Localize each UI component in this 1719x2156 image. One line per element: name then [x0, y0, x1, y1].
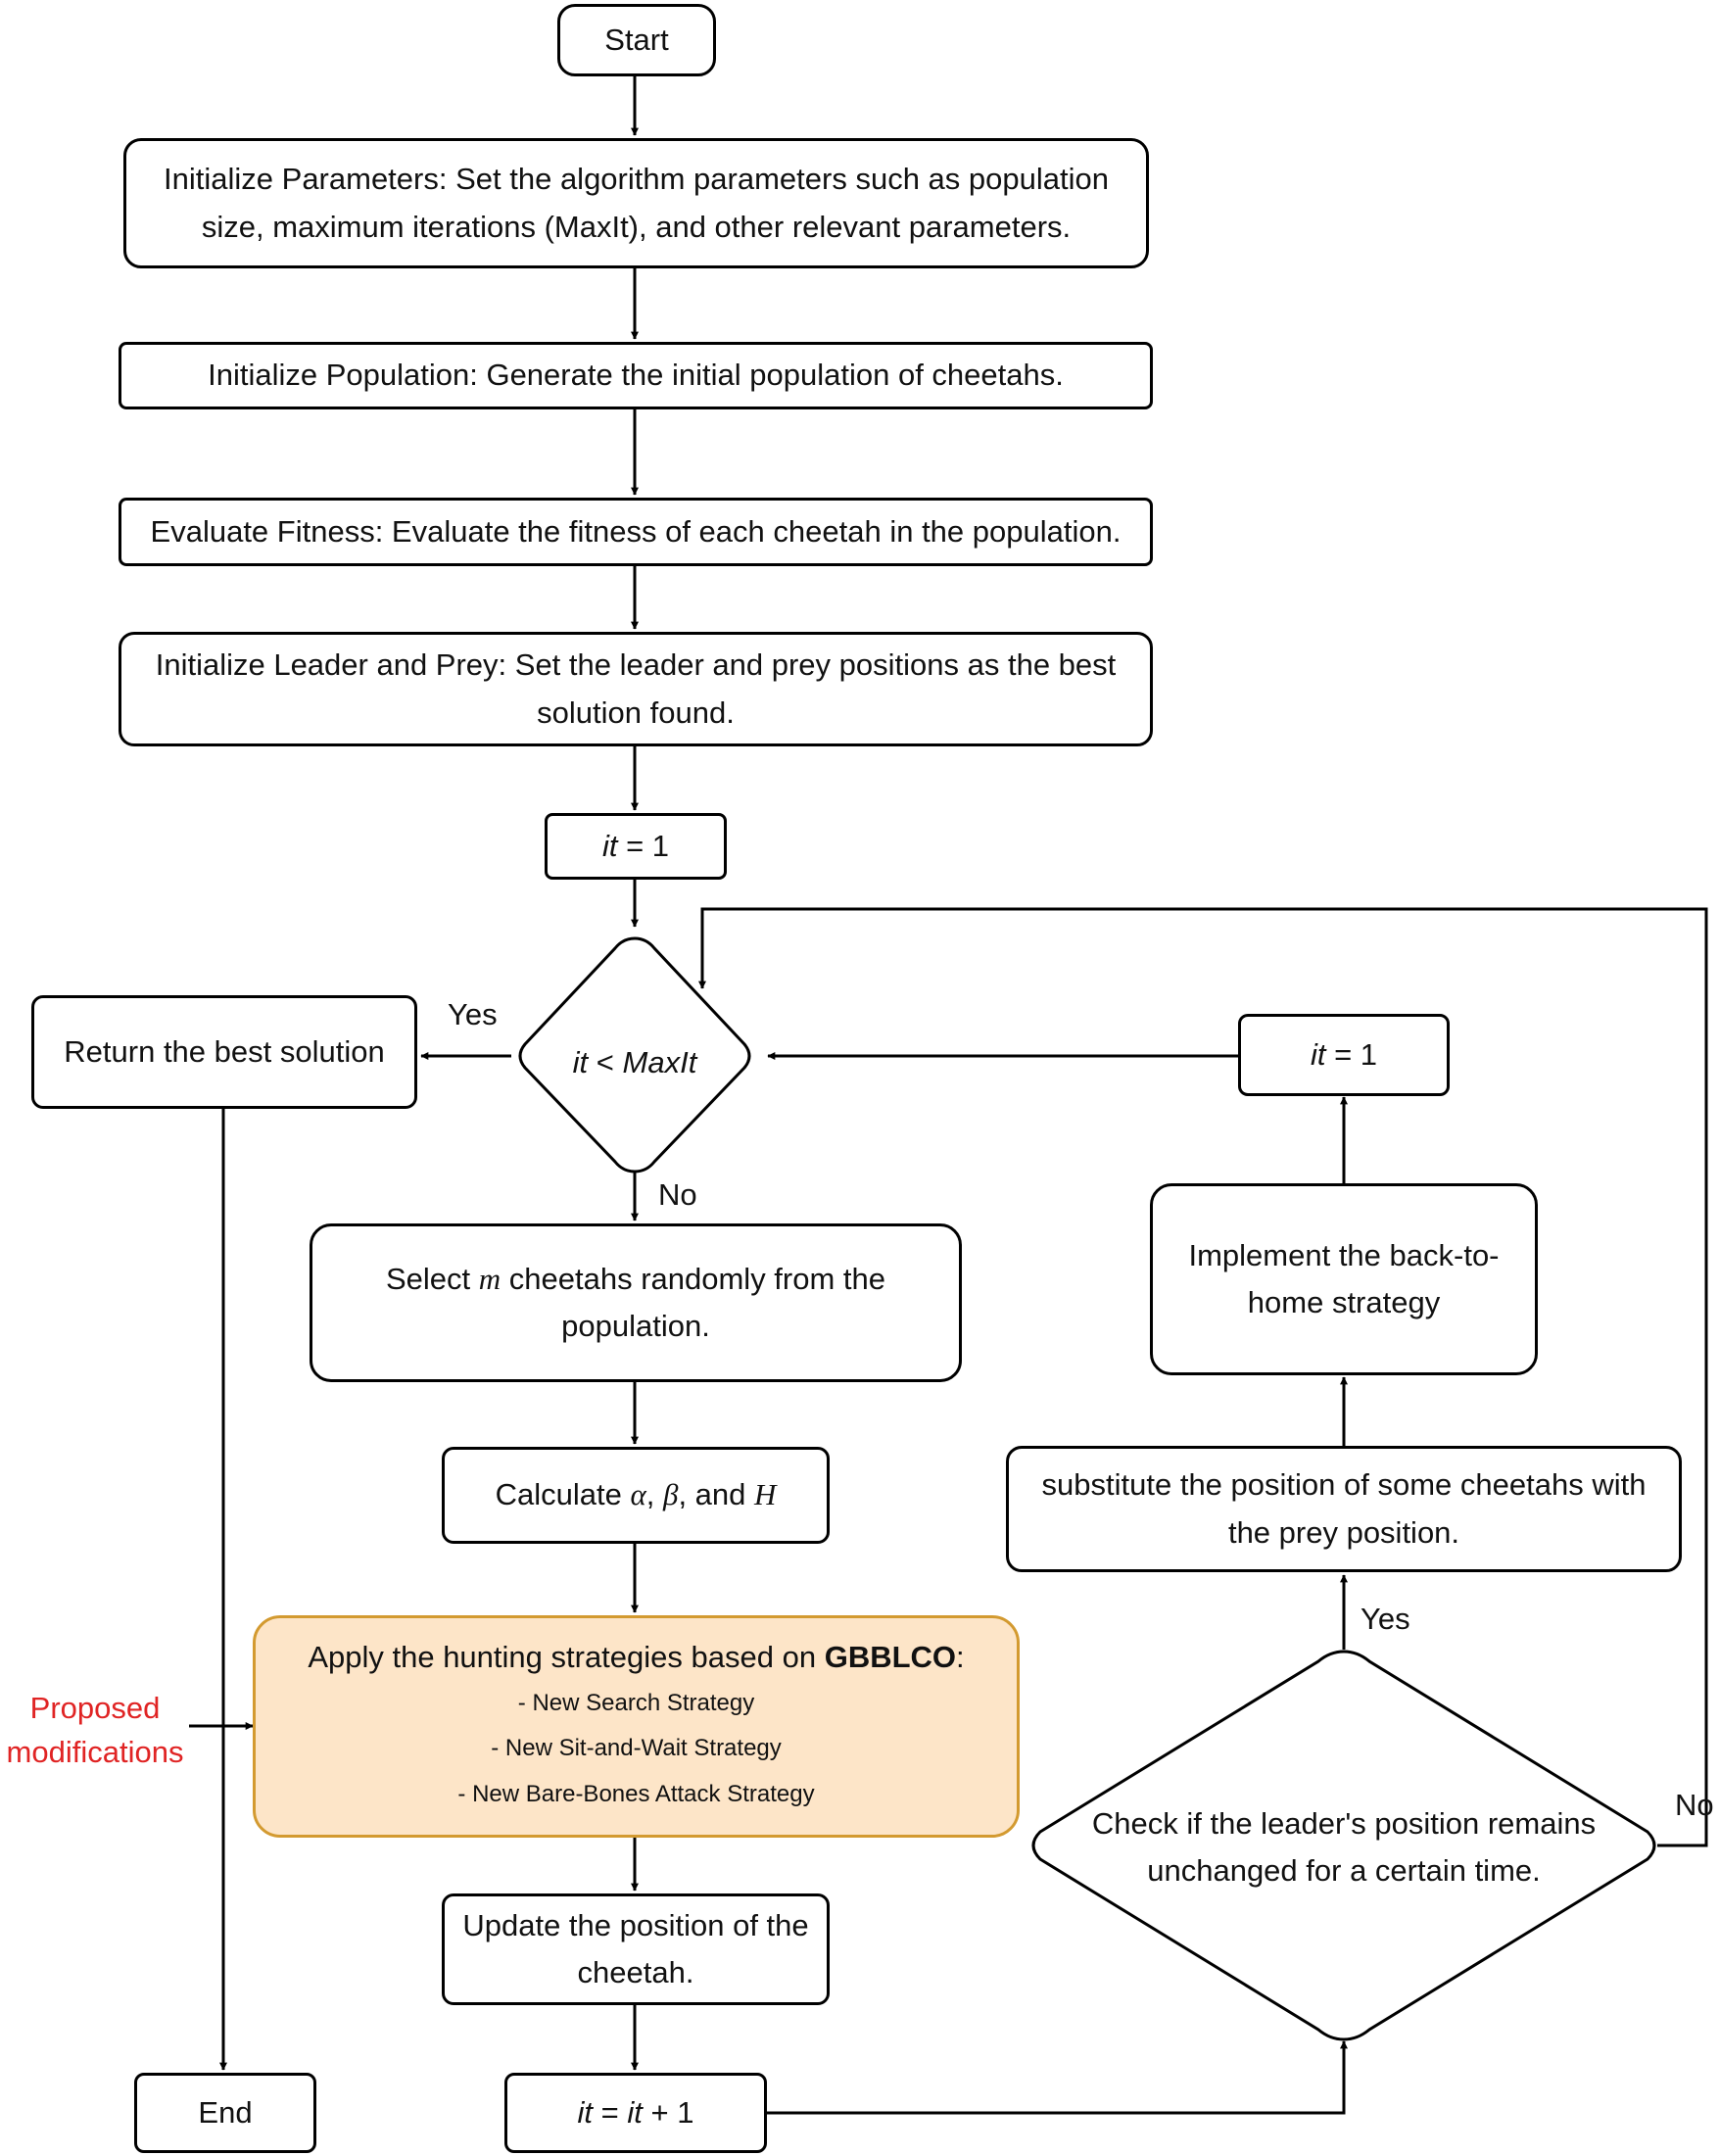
proposed-line2: modifications [6, 1734, 184, 1769]
update-position-box: Update the position of the cheetah. [442, 1893, 830, 2005]
select-post: cheetahs randomly from the [501, 1261, 886, 1296]
back-home-line1: Implement the back-to- [1188, 1237, 1500, 1272]
select-m-symbol: m [478, 1261, 501, 1296]
start-label: Start [604, 22, 669, 57]
init-params-line1: Initialize Parameters: Set the algorithm… [164, 162, 1109, 197]
select-pre: Select [385, 1261, 479, 1296]
substitute-line1: substitute the position of some cheetahs… [1041, 1467, 1647, 1503]
back-to-home-box: Implement the back-to- home strategy [1150, 1183, 1538, 1375]
calculate-sep1: , [645, 1477, 663, 1512]
init-leader-box: Initialize Leader and Prey: Set the lead… [119, 632, 1153, 746]
decision-main-var2: MaxIt [622, 1044, 697, 1079]
beta-symbol: β [662, 1477, 679, 1512]
back-home-line2: home strategy [1247, 1285, 1441, 1319]
update-line2: cheetah. [577, 1955, 694, 1989]
start-node: Start [557, 4, 716, 76]
substitute-box: substitute the position of some cheetahs… [1006, 1446, 1682, 1572]
check-line2: unchanged for a certain time. [1147, 1853, 1541, 1888]
arrow-check-no-to-decision [698, 907, 1708, 1847]
yes-label-check: Yes [1361, 1602, 1410, 1636]
substitute-line2: the prey position. [1227, 1514, 1460, 1550]
hunting-head-post: : [956, 1640, 965, 1675]
hunting-strategies-box: Apply the hunting strategies based on GB… [253, 1615, 1020, 1838]
return-best-label: Return the best solution [64, 1033, 385, 1069]
select-cheetahs-box: Select m cheetahs randomly from the popu… [310, 1223, 962, 1382]
yes-label-main: Yes [448, 997, 498, 1031]
hunting-item-bare-bones: - New Bare-Bones Attack Strategy [457, 1781, 815, 1808]
init-population-box: Initialize Population: Generate the init… [119, 342, 1153, 409]
calculate-sep2: , and [678, 1477, 754, 1512]
evaluate-fitness-label: Evaluate Fitness: Evaluate the fitness o… [150, 513, 1122, 549]
proposed-line1: Proposed [29, 1691, 161, 1725]
h-symbol: H [754, 1477, 777, 1512]
hunting-head-pre: Apply the hunting strategies based on [308, 1640, 825, 1675]
proposed-modifications-label: Proposed modifications [0, 1687, 190, 1775]
decision-main-text: it < MaxIt [529, 1029, 740, 1097]
calculate-box: Calculate α, β, and H [442, 1447, 830, 1544]
end-label: End [198, 2094, 253, 2130]
init-population-label: Initialize Population: Generate the init… [208, 358, 1064, 393]
it-init-var: it [601, 828, 618, 863]
it-init-rest: = 1 [617, 828, 670, 863]
init-params-box: Initialize Parameters: Set the algorithm… [123, 138, 1149, 268]
arrow-increment-to-check [766, 2040, 1348, 2115]
hunting-item-sit-and-wait: - New Sit-and-Wait Strategy [491, 1735, 782, 1762]
select-line2: population. [561, 1309, 710, 1343]
it-reset-var: it [1310, 1036, 1326, 1072]
hunting-item-search: - New Search Strategy [517, 1689, 755, 1716]
calculate-pre: Calculate [495, 1477, 631, 1512]
decision-main-op: < [588, 1044, 623, 1079]
return-best-box: Return the best solution [31, 995, 417, 1109]
alpha-symbol: α [630, 1477, 646, 1512]
it-inc-eq: = [593, 2094, 628, 2130]
no-label-check: No [1675, 1788, 1714, 1822]
it-init-box: it = 1 [545, 813, 727, 880]
decision-diamond-main [518, 936, 751, 1174]
it-increment-box: it = it + 1 [504, 2073, 767, 2153]
decision-main-var: it [572, 1044, 589, 1079]
no-label-main: No [658, 1177, 697, 1212]
init-params-line2: size, maximum iterations (MaxIt), and ot… [201, 209, 1072, 244]
it-inc-var: it [577, 2094, 594, 2130]
it-reset-box: it = 1 [1238, 1014, 1450, 1096]
init-leader-line1: Initialize Leader and Prey: Set the lead… [155, 647, 1117, 683]
check-line1: Check if the leader's position remains [1091, 1805, 1597, 1841]
init-leader-line2: solution found. [537, 695, 735, 730]
decision-diamond-check [1031, 1650, 1656, 2041]
update-line1: Update the position of the [462, 1907, 809, 1942]
end-node: End [134, 2073, 316, 2153]
it-reset-rest: = 1 [1325, 1036, 1378, 1072]
hunting-head-bold: GBBLCO [824, 1640, 957, 1675]
check-leader-text: Check if the leader's position remains u… [1058, 1797, 1630, 1898]
it-inc-var2: it [627, 2094, 643, 2130]
it-inc-rest: + 1 [642, 2094, 694, 2130]
evaluate-fitness-box: Evaluate Fitness: Evaluate the fitness o… [119, 498, 1153, 566]
